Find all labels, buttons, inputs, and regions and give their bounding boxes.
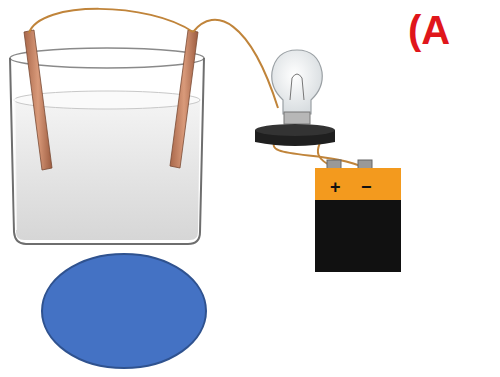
right-electrode: [170, 30, 198, 168]
wire: [29, 9, 193, 33]
beaker-wall: [10, 58, 204, 244]
bulb-filament: [290, 74, 304, 100]
battery-band: [315, 168, 401, 200]
polarity-sign: −: [361, 178, 372, 196]
battery: [315, 168, 401, 272]
polarity-sign: +: [330, 178, 341, 196]
figure-label: (A: [408, 10, 450, 50]
bulb-holder-top: [255, 124, 335, 136]
blue-ellipse: [42, 254, 206, 368]
light-bulb: [272, 50, 323, 114]
beaker-rim: [10, 48, 204, 68]
wire: [193, 20, 278, 108]
bulb-base: [284, 112, 310, 124]
beaker-highlight: [14, 62, 16, 230]
left-electrode: [24, 30, 52, 170]
